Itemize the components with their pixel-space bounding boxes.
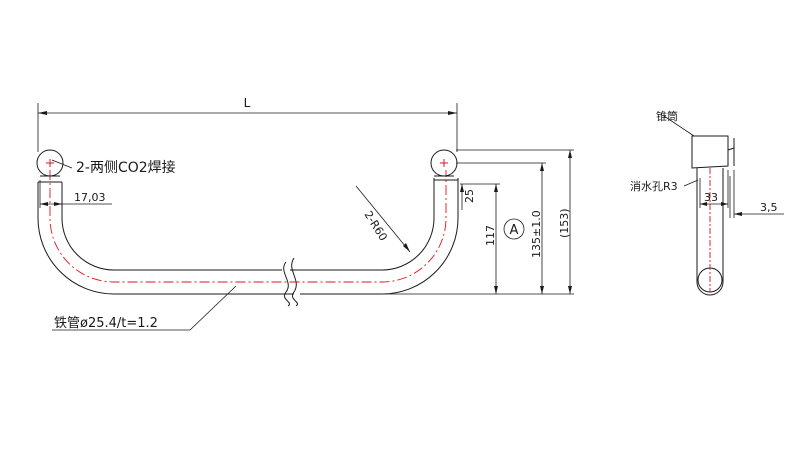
tube-inner-outline xyxy=(61,182,282,271)
dim-33-label: 33 xyxy=(704,191,718,204)
material-note: 铁管ø25.4/t=1.2 xyxy=(54,316,158,331)
weld-note: 2-两侧CO2焊接 xyxy=(76,159,176,176)
overall-length-label: L xyxy=(244,96,251,110)
datum-label: A xyxy=(510,223,519,238)
dim-135-label: 135±1.0 xyxy=(530,210,543,258)
material-callout: 铁管ø25.4/t=1.2 xyxy=(52,285,237,331)
offset-dimension: 17,03 xyxy=(39,180,112,208)
bend-radius-label: 2-R60 xyxy=(361,209,389,244)
front-view: L xyxy=(36,96,574,331)
weld-callout: 2-两侧CO2焊接 xyxy=(51,159,176,176)
bend-radius-callout: 2-R60 xyxy=(355,185,411,253)
tube-outer-outline-right xyxy=(300,178,459,295)
tube-outer-outline xyxy=(37,182,294,295)
tube-body xyxy=(37,170,459,307)
dim-117-label: 117 xyxy=(484,225,497,246)
side-view: 锥筒 消水孔R3 33 3,5 xyxy=(630,109,784,296)
break-symbol xyxy=(283,261,290,307)
tube-inner-outline-right xyxy=(290,178,435,271)
datum-circle xyxy=(503,218,525,240)
overall-length-dimension: L xyxy=(37,96,458,152)
tube-centerline xyxy=(49,170,447,283)
cap-label: 锥筒 xyxy=(656,109,678,123)
cone-cap xyxy=(691,135,729,169)
height-dimensions: 25 117 135±1.0 (153) A xyxy=(384,149,574,295)
offset-dim-label: 17,03 xyxy=(74,191,106,204)
drain-label: 消水孔R3 xyxy=(630,179,678,193)
dim-3-5-label: 3,5 xyxy=(760,201,778,214)
dim-153-label: (153) xyxy=(558,208,571,238)
dim-25-label: 25 xyxy=(463,189,476,203)
right-end-cap xyxy=(430,149,458,181)
left-end-cap xyxy=(36,149,64,183)
